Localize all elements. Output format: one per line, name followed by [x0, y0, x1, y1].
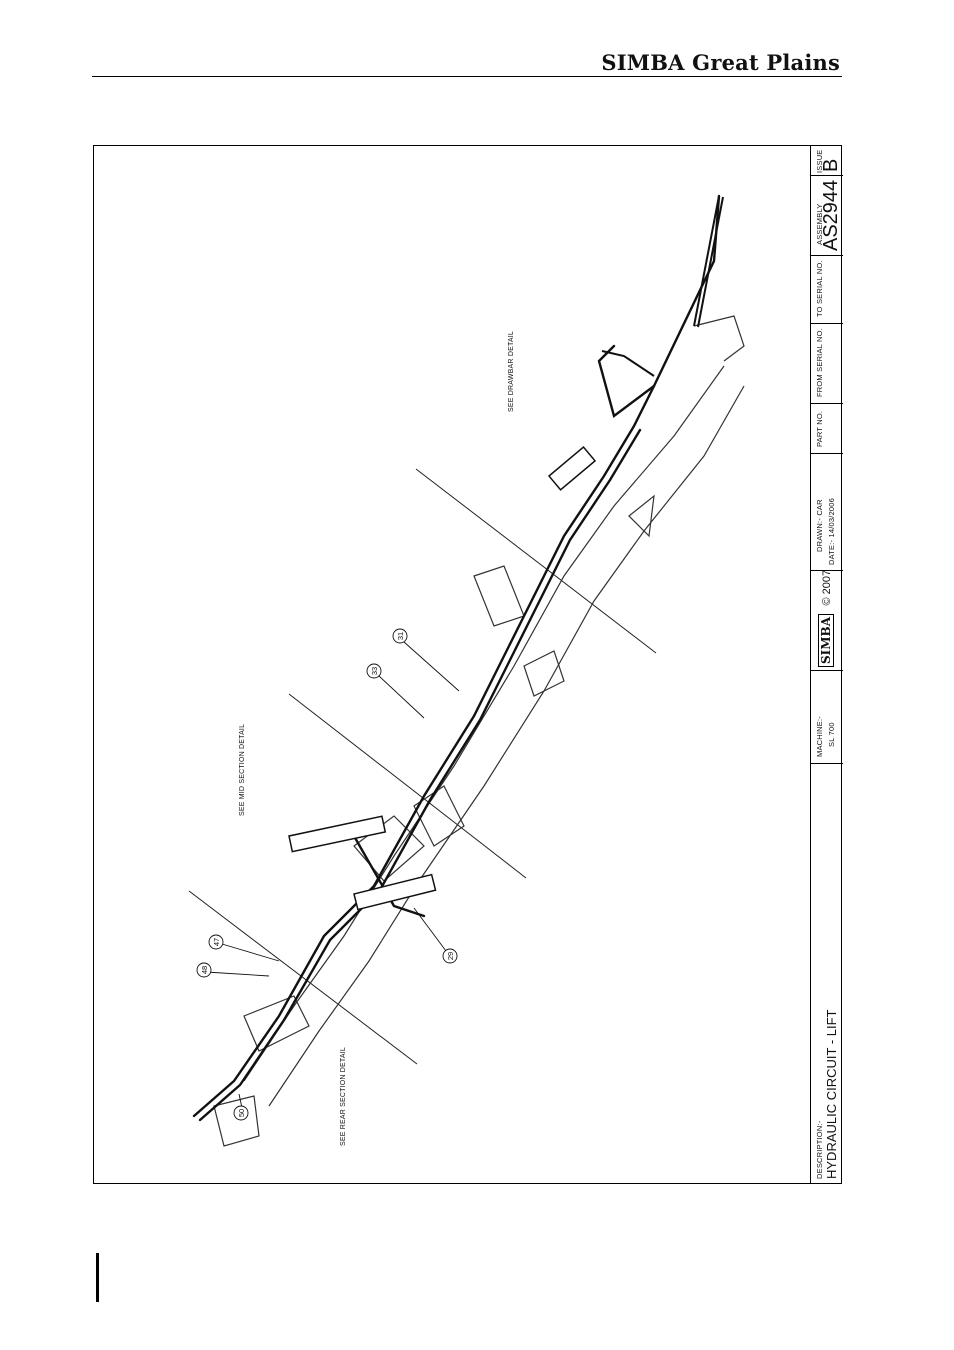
drawing-date: DATE:- 14/03/2006 [827, 498, 836, 565]
drawn-by: DRAWN:- CAR [815, 499, 824, 552]
copyright: © 2007 [821, 570, 833, 606]
simba-logo: SIMBA © 2007 [817, 570, 835, 667]
brand-title: SIMBA Great Plains [601, 50, 840, 75]
to-serial-label: TO SERIAL NO. [815, 260, 824, 317]
note-rear-section-detail: SEE REAR SECTION DETAIL [340, 1047, 347, 1146]
from-serial-label: FROM SERIAL NO. [815, 328, 824, 397]
title-block: ISSUE B ASSEMBLY AS2944 TO SERIAL NO. FR… [810, 145, 842, 1184]
header-rule [92, 76, 842, 77]
balloon-29: 29 [446, 952, 455, 960]
simba-logo-text: SIMBA [818, 614, 834, 667]
balloon-47: 47 [212, 938, 221, 946]
balloon-48: 48 [200, 966, 209, 974]
issue-value: B [820, 159, 843, 172]
note-drawbar-detail: SEE DRAWBAR DETAIL [508, 331, 515, 412]
description-label: DESCRIPTION:- [815, 1121, 824, 1179]
footer-bar [96, 1253, 99, 1302]
part-no-label: PART NO. [815, 411, 824, 447]
machine-value: SL 700 [827, 722, 836, 747]
balloon-50: 50 [237, 1109, 246, 1117]
machine-label: MACHINE:- [815, 716, 824, 757]
assembly-value: AS2944 [820, 180, 843, 251]
description-value: HYDRAULIC CIRCUIT - LIFT [824, 1010, 839, 1180]
note-mid-section-detail: SEE MID SECTION DETAIL [239, 724, 246, 816]
balloon-33: 33 [370, 667, 379, 675]
drawing-sheet: 31 33 29 47 48 50 SEE DRAWBAR DETAIL SEE… [93, 145, 842, 1184]
hydraulic-circuit-drawing: 31 33 29 47 48 50 [94, 146, 843, 1185]
balloon-31: 31 [396, 632, 405, 640]
